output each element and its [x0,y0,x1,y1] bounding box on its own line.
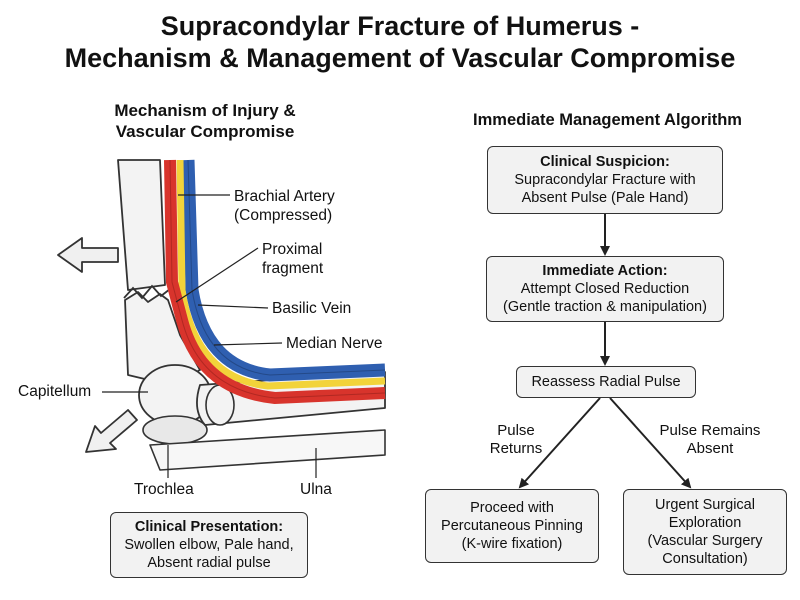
connector-3-right [609,397,692,489]
fracture-line [123,284,171,300]
outcome-right-line-2: Exploration [668,515,742,531]
forearm-lower [149,429,386,471]
label-brachial-artery-line-2: (Compressed) [234,207,333,224]
clinical-presentation-line-2: Absent radial pulse [147,555,271,571]
clinical-presentation-line-1: Swollen elbow, Pale hand, [124,537,294,553]
label-proximal-fragment-line-2: fragment [262,260,324,277]
label-ulna: Ulna [300,481,332,498]
label-trochlea: Trochlea [134,481,194,498]
outcome-right-line-1: Urgent Surgical [655,497,755,513]
displacement-arrow-down [85,409,138,453]
step-clinical-suspicion: Clinical Suspicion: Supracondylar Fractu… [487,146,723,214]
label-brachial-artery-line-1: Brachial Artery [234,188,335,205]
label-median-nerve: Median Nerve [286,335,383,352]
edge-pulse-absent: Pulse Remains Absent [650,422,770,458]
step-immediate-action: Immediate Action: Attempt Closed Reducti… [486,256,724,322]
title-line-2: Mechanism & Management of Vascular Compr… [64,43,736,73]
trochlea-bone [142,415,208,445]
median-nerve [176,159,386,390]
clinical-presentation-box: Clinical Presentation: Swollen elbow, Pa… [110,512,308,578]
outcome-left-line-1: Proceed with [470,500,554,516]
clinical-presentation-title: Clinical Presentation: [134,519,284,535]
step1-line-2: Absent Pulse (Pale Hand) [521,190,689,206]
outcome-surgical-exploration: Urgent Surgical Exploration (Vascular Su… [623,489,787,575]
title-line-1: Supracondylar Fracture of Humerus - [160,11,640,41]
edge-pulse-returns: Pulse Returns [476,422,556,458]
label-brachial-artery: Brachial Artery (Compressed) [234,187,335,225]
edge-pulse-returns-line-2: Returns [489,440,543,457]
outcome-percutaneous-pinning: Proceed with Percutaneous Pinning (K-wir… [425,489,599,563]
step3-label: Reassess Radial Pulse [531,374,681,390]
outcome-left-line-2: Percutaneous Pinning [441,518,583,534]
outcome-right-line-3: (Vascular Surgery [647,533,763,549]
step-reassess-pulse: Reassess Radial Pulse [516,366,696,398]
label-proximal-fragment: Proximal fragment [262,240,323,278]
page-title: Supracondylar Fracture of Humerus - Mech… [0,10,800,74]
connector-3-left [518,397,601,489]
algorithm-heading: Immediate Management Algorithm [473,111,742,129]
mechanism-heading: Mechanism of Injury & Vascular Compromis… [80,100,330,142]
step1-title: Clinical Suspicion: [540,154,670,170]
outcome-left-line-3: (K-wire fixation) [461,536,563,552]
label-basilic-vein: Basilic Vein [272,300,352,317]
step2-line-2: (Gentle traction & manipulation) [503,299,707,315]
label-proximal-fragment-line-1: Proximal [262,241,323,258]
label-capitellum: Capitellum [18,383,92,400]
humerus-shaft [117,159,166,291]
mechanism-heading-line-1: Mechanism of Injury & [114,101,296,120]
outcome-right-line-4: Consultation) [662,551,748,567]
mechanism-heading-line-2: Vascular Compromise [115,122,295,141]
edge-pulse-absent-line-2: Absent [686,440,734,457]
step2-title: Immediate Action: [542,263,668,279]
step1-line-1: Supracondylar Fracture with [514,172,696,188]
edge-pulse-returns-line-1: Pulse [497,422,535,439]
displacement-arrow-up [57,237,119,273]
step2-line-1: Attempt Closed Reduction [520,281,690,297]
edge-pulse-absent-line-1: Pulse Remains [659,422,761,439]
